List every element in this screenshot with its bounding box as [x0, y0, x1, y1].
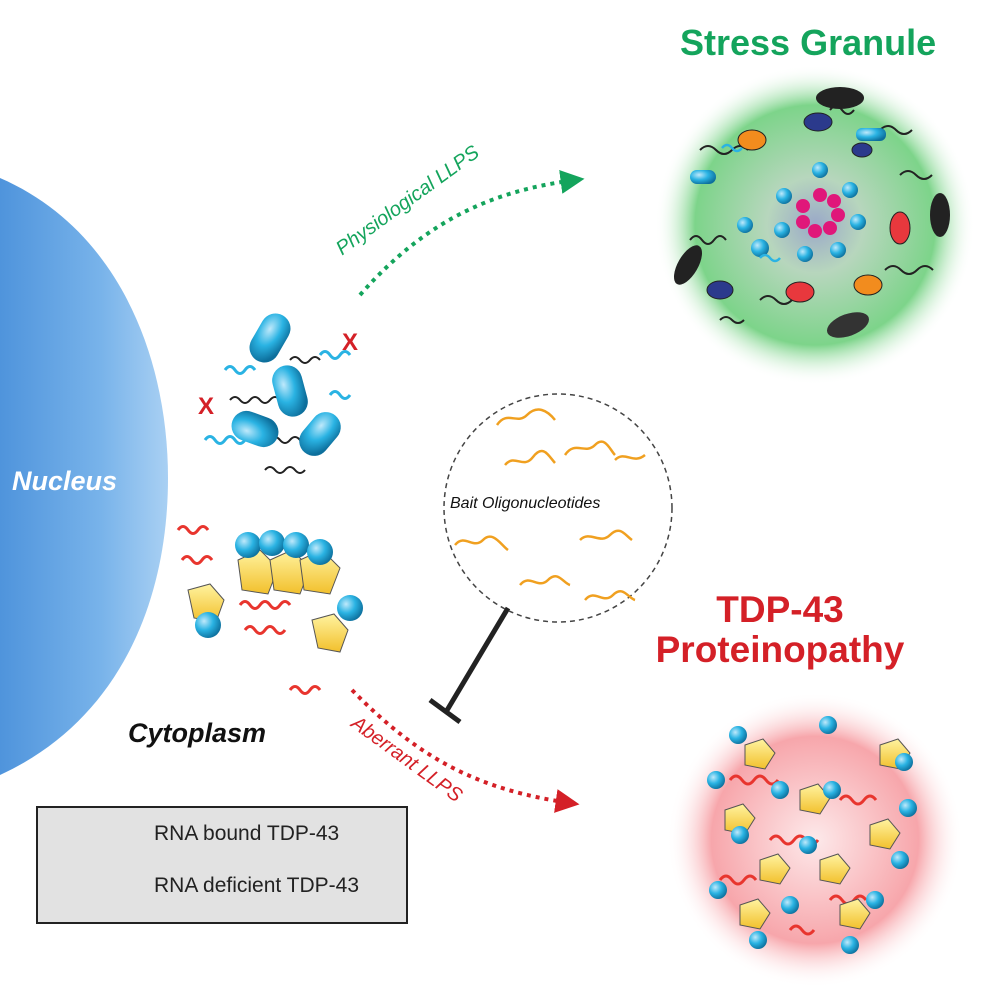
tdp43-title-line1: TDP-43 — [716, 589, 844, 630]
blocked-mark-right: X — [342, 329, 358, 356]
legend-rna-deficient-label: RNA deficient TDP-43 — [154, 874, 360, 897]
blocked-mark-left: X — [198, 393, 214, 420]
oligonucleotide-strands — [454, 408, 646, 602]
tdp43-title-line2: Proteinopathy — [655, 629, 905, 670]
aberrant-llps-arrow — [350, 688, 580, 813]
stress-granule-title: Stress Granule — [680, 22, 937, 63]
inhibition-symbol — [428, 606, 511, 725]
bait-oligonucleotides-circle — [443, 393, 673, 623]
bait-oligonucleotides-label: Bait Oligonucleotides — [450, 495, 601, 512]
legend-box: RNA bound TDP-43 RNA deficient TDP-43 — [36, 806, 408, 924]
tdp43-proteinopathy-title: TDP-43 Proteinopathy — [630, 590, 930, 670]
rna-bound-cluster — [203, 313, 352, 474]
legend-rna-bound-label: RNA bound TDP-43 — [154, 822, 340, 845]
cytoplasm-label: Cytoplasm — [128, 718, 267, 748]
nucleus-shape — [0, 178, 168, 775]
rna-deficient-cluster — [176, 525, 363, 695]
proteinopathy-contents — [707, 716, 917, 954]
nucleus-label: Nucleus — [12, 466, 118, 496]
stress-granule-contents — [674, 87, 950, 338]
physiological-llps-arrow — [358, 170, 585, 297]
